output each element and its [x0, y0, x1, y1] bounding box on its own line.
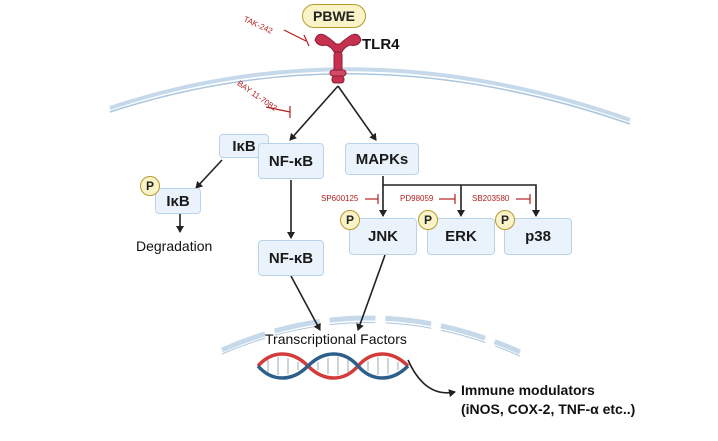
phospho-erk-badge: P: [418, 210, 438, 230]
cell-membrane-inner: [109, 73, 631, 125]
dna-helix-icon: [256, 352, 410, 380]
nuclear-membrane: [220, 315, 522, 355]
pbwe-ligand: PBWE: [302, 4, 366, 28]
mapks-label: MAPKs: [355, 150, 409, 168]
immune-modulators-examples: (iNOS, COX-2, TNF-α etc..): [461, 401, 636, 417]
pd98059-label: PD98059: [400, 194, 434, 203]
degradation-label: Degradation: [136, 238, 213, 254]
p38-label: p38: [525, 228, 551, 245]
nfkb-label: NF-κB: [268, 152, 314, 170]
phospho-jnk-badge: P: [340, 210, 360, 230]
phospho-ikb-box: IκB: [155, 188, 201, 214]
mapks-box: MAPKs: [345, 143, 419, 175]
nuclear-nfkb-label: NF-κB: [268, 249, 314, 267]
jnk-label: JNK: [367, 228, 398, 245]
immune-modulators-label: Immune modulators: [461, 382, 595, 398]
erk-label: ERK: [445, 228, 477, 245]
erk-box: ERK: [427, 218, 495, 255]
jnk-box: JNK: [349, 218, 417, 255]
transcriptional-factors-label: Transcriptional Factors: [265, 331, 407, 347]
nfkb-box: NF-κB: [258, 143, 324, 179]
sp600125-label: SP600125: [321, 194, 359, 203]
pbwe-label: PBWE: [313, 8, 355, 24]
p38-box: p38: [504, 218, 572, 255]
sb203580-label: SB203580: [472, 194, 510, 203]
ikb-label: IκB: [232, 137, 256, 155]
cell-membrane-outer: [109, 67, 631, 122]
tlr4-label: TLR4: [362, 36, 400, 53]
phospho-p38-badge: P: [495, 210, 515, 230]
tlr4-receptor-icon: [314, 33, 362, 84]
phospho-ikb-badge: P: [140, 176, 160, 196]
nuclear-nfkb-box: NF-κB: [258, 240, 324, 276]
phospho-ikb-label: IκB: [166, 192, 190, 210]
